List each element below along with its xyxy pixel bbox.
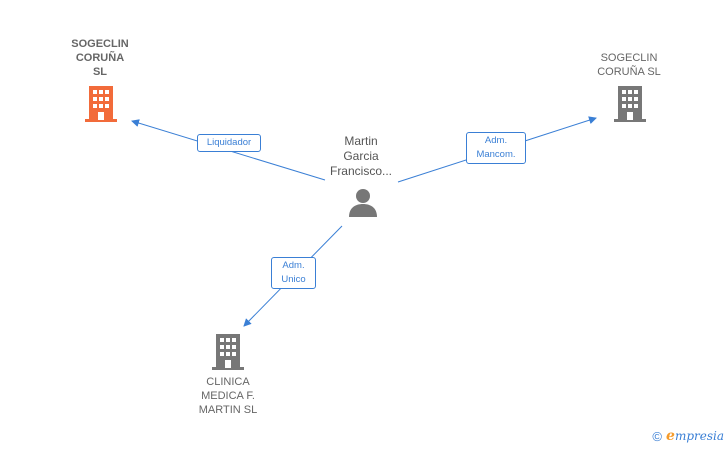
relation-label-liquidador[interactable]: Liquidador — [197, 134, 261, 152]
company-name-clinica-medica-f-martin-sl[interactable]: CLINICA MEDICA F. MARTIN SL — [198, 376, 258, 416]
empresia-logo: empresia — [666, 428, 724, 444]
building-icon[interactable] — [614, 86, 646, 122]
copyright-symbol: © — [652, 428, 663, 444]
relation-label-adm-unico[interactable]: Adm. Unico — [271, 257, 316, 289]
person-name[interactable]: Martin Garcia Francisco... — [329, 134, 392, 178]
relation-label-adm-mancom[interactable]: Adm. Mancom. — [466, 132, 526, 164]
empresia-watermark: © empresia — [652, 428, 724, 444]
company-name-sogeclin-coruna-sl-1[interactable]: SOGECLIN CORUÑA SL — [71, 38, 129, 78]
person-icon[interactable] — [348, 188, 378, 218]
building-icon[interactable] — [85, 86, 117, 122]
company-name-sogeclin-coruna-sl-2[interactable]: SOGECLIN CORUÑA SL — [597, 52, 661, 78]
building-icon[interactable] — [212, 334, 244, 370]
